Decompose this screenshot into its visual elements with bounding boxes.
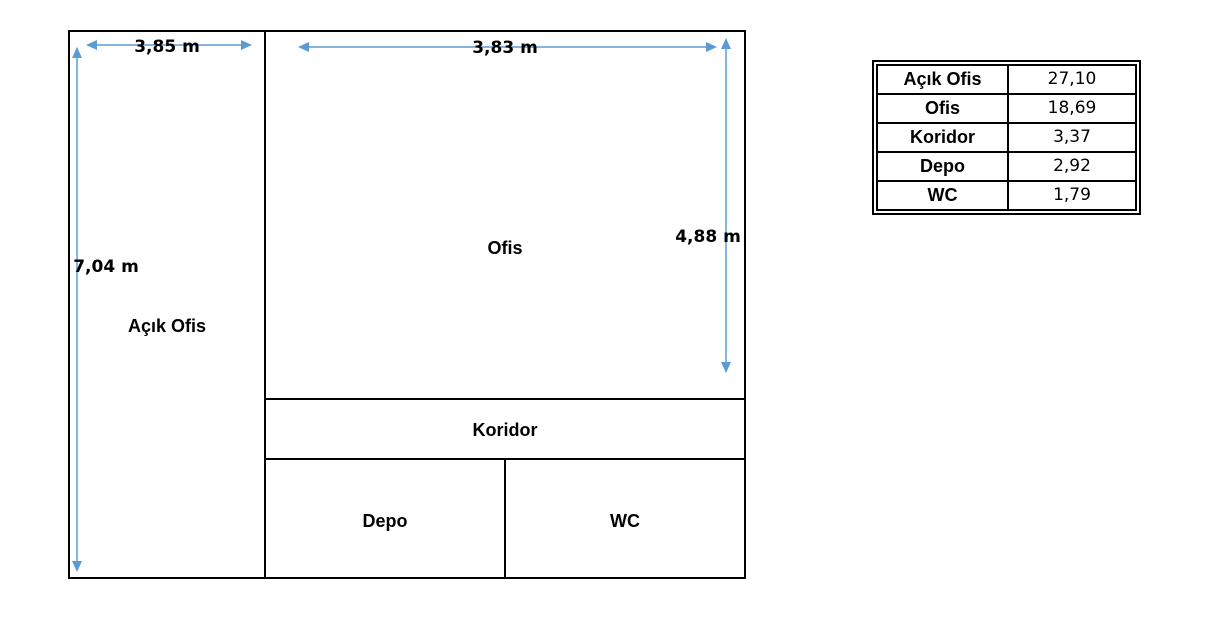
table-cell-area: 18,69 (1007, 93, 1137, 124)
arrow-up-icon (721, 38, 731, 49)
room-label-acik-ofis: Açık Ofis (128, 316, 206, 336)
acik-ofis-width-label: 3,85 m (134, 37, 200, 57)
room-label-depo: Depo (363, 511, 408, 531)
arrow-up-icon (72, 47, 82, 58)
table-cell-area: 27,10 (1007, 64, 1137, 95)
ofis-width-label: 3,83 m (472, 38, 538, 58)
table-cell-room: Koridor (876, 122, 1009, 153)
table-row: Depo 2,92 (876, 151, 1137, 182)
area-table-grid: Açık Ofis 27,10 Ofis 18,69 Koridor 3,37 … (876, 64, 1137, 211)
table-cell-room: Depo (876, 151, 1009, 182)
room-label-wc: WC (610, 511, 640, 531)
table-row: Açık Ofis 27,10 (876, 64, 1137, 95)
table-cell-area: 1,79 (1007, 180, 1137, 211)
arrow-left-icon (86, 40, 97, 50)
outer-wall (68, 30, 746, 579)
table-row: Ofis 18,69 (876, 93, 1137, 124)
arrow-left-icon (298, 42, 309, 52)
ofis-height-dimension (721, 38, 731, 373)
area-table: Açık Ofis 27,10 Ofis 18,69 Koridor 3,37 … (872, 60, 1141, 215)
table-cell-room: WC (876, 180, 1009, 211)
table-cell-area: 2,92 (1007, 151, 1137, 182)
acik-ofis-height-dimension (72, 47, 82, 572)
arrow-right-icon (706, 42, 717, 52)
ofis-height-label: 4,88 m (675, 227, 741, 247)
table-cell-area: 3,37 (1007, 122, 1137, 153)
room-label-koridor: Koridor (473, 420, 538, 440)
table-cell-room: Ofis (876, 93, 1009, 124)
acik-ofis-width-dimension (86, 40, 252, 50)
arrow-down-icon (721, 362, 731, 373)
arrow-down-icon (72, 561, 82, 572)
floor-plan: 3,85 m 3,83 m 4,88 m 7,04 m Açık Ofis Of… (68, 30, 746, 579)
table-row: WC 1,79 (876, 180, 1137, 211)
table-cell-room: Açık Ofis (876, 64, 1009, 95)
acik-ofis-height-label: 7,04 m (73, 257, 139, 277)
table-row: Koridor 3,37 (876, 122, 1137, 153)
room-label-ofis: Ofis (487, 238, 522, 258)
arrow-right-icon (241, 40, 252, 50)
ofis-width-dimension (298, 42, 717, 52)
